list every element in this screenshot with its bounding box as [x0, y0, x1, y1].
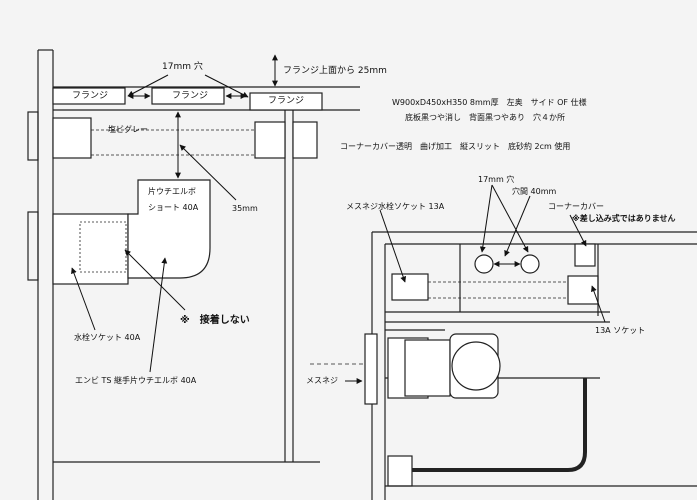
elbow-label-2: ショート 40A	[148, 203, 199, 212]
socket-13a-label: 13A ソケット	[595, 326, 646, 335]
left-tank-section	[27, 49, 360, 500]
right-tank-section	[310, 231, 697, 500]
no-bond-label: ※ 接着しない	[180, 315, 250, 326]
spec-line-3: コーナーカバー透明 曲げ加工 縦スリット 底砂約 2cm 使用	[340, 142, 571, 151]
female-thread-label: メスネジ	[306, 376, 338, 385]
elbow-label-1: 片ウチエルボ	[148, 187, 196, 196]
flange-label-2: フランジ	[172, 91, 209, 101]
pvc-gray-label: 塩ビグレー	[108, 125, 148, 134]
flange-offset-label: フランジ上面から 25mm	[283, 66, 387, 76]
spacing-label: 穴間 40mm	[512, 187, 557, 196]
right-arrows	[345, 184, 606, 384]
left-arrows	[71, 54, 278, 373]
flange-label-1: フランジ	[72, 91, 109, 101]
faucet-socket-label: 水栓ソケット 40A	[74, 333, 141, 342]
spec-line-2: 底板黒つや消し 背面黒つやあり 穴４か所	[405, 113, 565, 122]
ts-elbow-label: エンビ TS 継手片ウチエルボ 40A	[75, 376, 197, 385]
right-holes	[474, 254, 540, 274]
female-socket-label: メスネジ水栓ソケット 13A	[346, 202, 445, 211]
dim-35-label: 35mm	[232, 204, 258, 213]
corner-note: ※差し込み式ではありません	[572, 214, 676, 223]
flange-label-3: フランジ	[268, 96, 305, 106]
spec-line-1: W900xD450xH350 8mm厚 左奥 サイド OF 仕様	[392, 98, 587, 107]
hole-label-left: 17mm 穴	[162, 62, 203, 72]
hole-label-right: 17mm 穴	[478, 175, 515, 184]
corner-cover-label: コーナーカバー	[548, 202, 604, 211]
